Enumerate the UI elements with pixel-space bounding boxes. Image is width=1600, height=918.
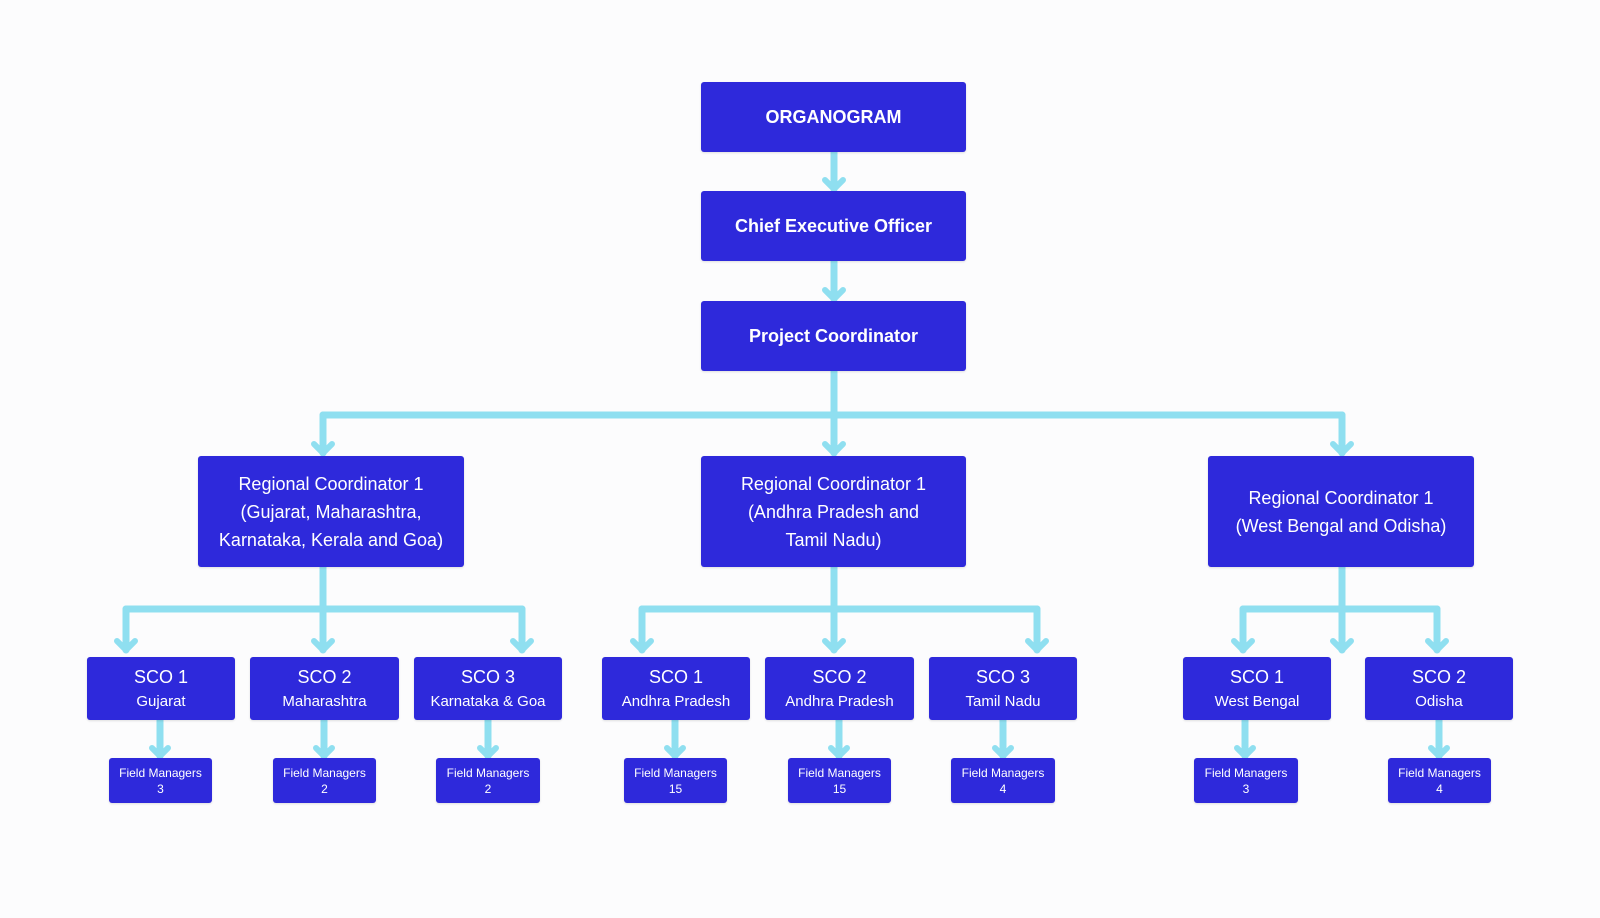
field-managers-label: Field Managers [119, 765, 202, 780]
arrowhead [1425, 638, 1449, 653]
rc-line: Regional Coordinator 1 [1248, 487, 1434, 508]
sco-area: Odisha [1415, 692, 1463, 710]
arrowhead [664, 745, 686, 759]
regional-coordinator-box-ap-tn: Regional Coordinator 1 (Andhra Pradesh a… [701, 456, 966, 567]
rc-line: (Gujarat, Maharashtra, [240, 501, 422, 522]
field-managers-count: 3 [1242, 781, 1250, 796]
arrowhead [311, 441, 335, 456]
sco-box: SCO 3 Karnataka & Goa [414, 657, 562, 720]
arrowhead [1428, 745, 1450, 759]
sco-box: SCO 1 Gujarat [87, 657, 235, 720]
sco-area: Tamil Nadu [965, 692, 1041, 710]
organogram-title-box: ORGANOGRAM [701, 82, 966, 152]
arrowhead [822, 638, 846, 653]
arrowhead [630, 638, 654, 653]
field-managers-box: Field Managers 3 [1194, 758, 1298, 803]
sco-area: Andhra Pradesh [621, 692, 731, 710]
field-managers-label: Field Managers [1398, 765, 1481, 780]
sco-title: SCO 1 [1229, 666, 1285, 687]
arrowhead [477, 745, 499, 759]
rc-line: Karnataka, Kerala and Goa) [218, 529, 444, 550]
rc-line: (West Bengal and Odisha) [1235, 515, 1447, 536]
field-managers-box: Field Managers 3 [109, 758, 212, 803]
regional-coordinator-box-wb-od: Regional Coordinator 1 (West Bengal and … [1208, 456, 1474, 567]
sco-box: SCO 1 Andhra Pradesh [602, 657, 750, 720]
sco-title: SCO 2 [1411, 666, 1467, 687]
arrowhead [313, 745, 335, 759]
project-coordinator-box: Project Coordinator [701, 301, 966, 371]
field-managers-label: Field Managers [961, 765, 1045, 780]
ceo-label: Chief Executive Officer [734, 215, 933, 236]
arrowhead [828, 745, 850, 759]
sco-title: SCO 3 [460, 666, 516, 687]
sco-title: SCO 3 [975, 666, 1031, 687]
arrowhead [510, 638, 534, 653]
arrowhead [311, 638, 335, 653]
field-managers-count: 2 [484, 781, 492, 796]
sco-box: SCO 2 Andhra Pradesh [765, 657, 914, 720]
arrowhead [114, 638, 138, 653]
field-managers-label: Field Managers [798, 765, 881, 780]
field-managers-label: Field Managers [283, 765, 366, 780]
field-managers-label: Field Managers [634, 765, 717, 780]
sco-box: SCO 1 West Bengal [1183, 657, 1331, 720]
arrowhead [1330, 441, 1354, 456]
regional-coordinator-box-west-south: Regional Coordinator 1 (Gujarat, Maharas… [198, 456, 464, 567]
field-managers-count: 15 [832, 781, 847, 796]
sco-area: Maharashtra [282, 692, 367, 710]
project-coordinator-label: Project Coordinator [748, 325, 918, 346]
rc-line: Tamil Nadu) [785, 529, 882, 550]
sco-area: Karnataka & Goa [430, 692, 546, 710]
field-managers-box: Field Managers 4 [951, 758, 1055, 803]
field-managers-count: 3 [157, 781, 164, 796]
arrowhead [822, 441, 846, 456]
arrowhead [1025, 638, 1049, 653]
sco-box: SCO 3 Tamil Nadu [929, 657, 1077, 720]
field-managers-box: Field Managers 4 [1388, 758, 1491, 803]
sco-area: Andhra Pradesh [785, 692, 894, 710]
ceo-box: Chief Executive Officer [701, 191, 966, 261]
arrowhead [1234, 745, 1256, 759]
sco-title: SCO 2 [812, 666, 867, 687]
arrowhead [822, 177, 846, 192]
sco-title: SCO 1 [133, 666, 189, 687]
arrowhead [992, 745, 1014, 759]
sco-title: SCO 1 [648, 666, 704, 687]
field-managers-count: 15 [668, 781, 683, 796]
arrowhead [1231, 638, 1255, 653]
field-managers-box: Field Managers 15 [624, 758, 727, 803]
arrowhead [149, 745, 171, 759]
arrowhead [822, 287, 846, 302]
field-managers-count: 2 [321, 781, 328, 796]
sco-box: SCO 2 Maharashtra [250, 657, 399, 720]
field-managers-box: Field Managers 15 [788, 758, 891, 803]
rc-line: Regional Coordinator 1 [238, 473, 424, 494]
field-managers-label: Field Managers [446, 765, 530, 780]
sco-box: SCO 2 Odisha [1365, 657, 1513, 720]
rc-line: (Andhra Pradesh and [747, 501, 920, 522]
arrowhead [1330, 638, 1354, 653]
rc-line: Regional Coordinator 1 [740, 473, 927, 494]
field-managers-count: 4 [999, 781, 1007, 796]
sco-area: Gujarat [136, 692, 186, 710]
field-managers-box: Field Managers 2 [436, 758, 540, 803]
field-managers-label: Field Managers [1204, 765, 1288, 780]
sco-area: West Bengal [1214, 692, 1300, 710]
field-managers-box: Field Managers 2 [273, 758, 376, 803]
organogram-title: ORGANOGRAM [765, 106, 902, 127]
field-managers-count: 4 [1436, 781, 1443, 796]
sco-title: SCO 2 [297, 666, 352, 687]
